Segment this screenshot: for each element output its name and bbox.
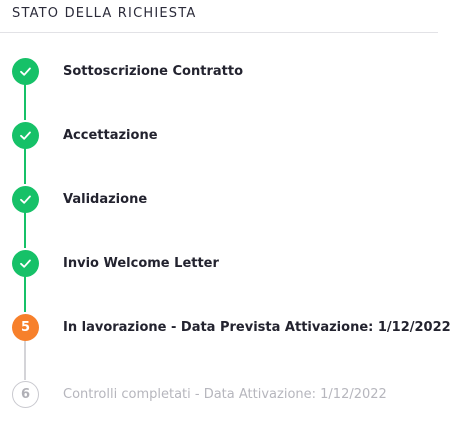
step-5: 5 In lavorazione - Data Prevista Attivaz… xyxy=(12,313,451,341)
step-4-status xyxy=(12,249,39,277)
step-3-status xyxy=(12,185,39,213)
step-5-label: In lavorazione - Data Prevista Attivazio… xyxy=(63,319,451,335)
step-6-status: 6 xyxy=(12,380,39,408)
connector-line xyxy=(24,212,26,248)
divider xyxy=(0,32,438,33)
check-icon xyxy=(20,67,31,76)
step-6-number: 6 xyxy=(20,386,31,402)
check-icon xyxy=(20,259,31,268)
step-5-number: 5 xyxy=(20,319,31,335)
connector-line xyxy=(24,84,26,120)
step-3: Validazione xyxy=(12,185,442,213)
step-2-status xyxy=(12,121,39,149)
check-icon xyxy=(20,131,31,140)
step-1: Sottoscrizione Contratto xyxy=(12,57,442,85)
step-6: 6 Controlli completati - Data Attivazion… xyxy=(12,380,442,408)
connector-line xyxy=(24,340,26,380)
step-4-label: Invio Welcome Letter xyxy=(63,255,219,271)
connector-line xyxy=(24,148,26,184)
step-5-status: 5 xyxy=(12,313,39,341)
step-3-label: Validazione xyxy=(63,191,148,207)
check-icon xyxy=(20,195,31,204)
step-1-status xyxy=(12,57,39,85)
step-2-label: Accettazione xyxy=(63,127,158,143)
connector-line xyxy=(24,276,26,312)
step-4: Invio Welcome Letter xyxy=(12,249,442,277)
step-6-label: Controlli completati - Data Attivazione:… xyxy=(63,386,387,402)
step-1-label: Sottoscrizione Contratto xyxy=(63,63,244,79)
step-2: Accettazione xyxy=(12,121,442,149)
section-title: STATO DELLA RICHIESTA xyxy=(12,6,197,21)
